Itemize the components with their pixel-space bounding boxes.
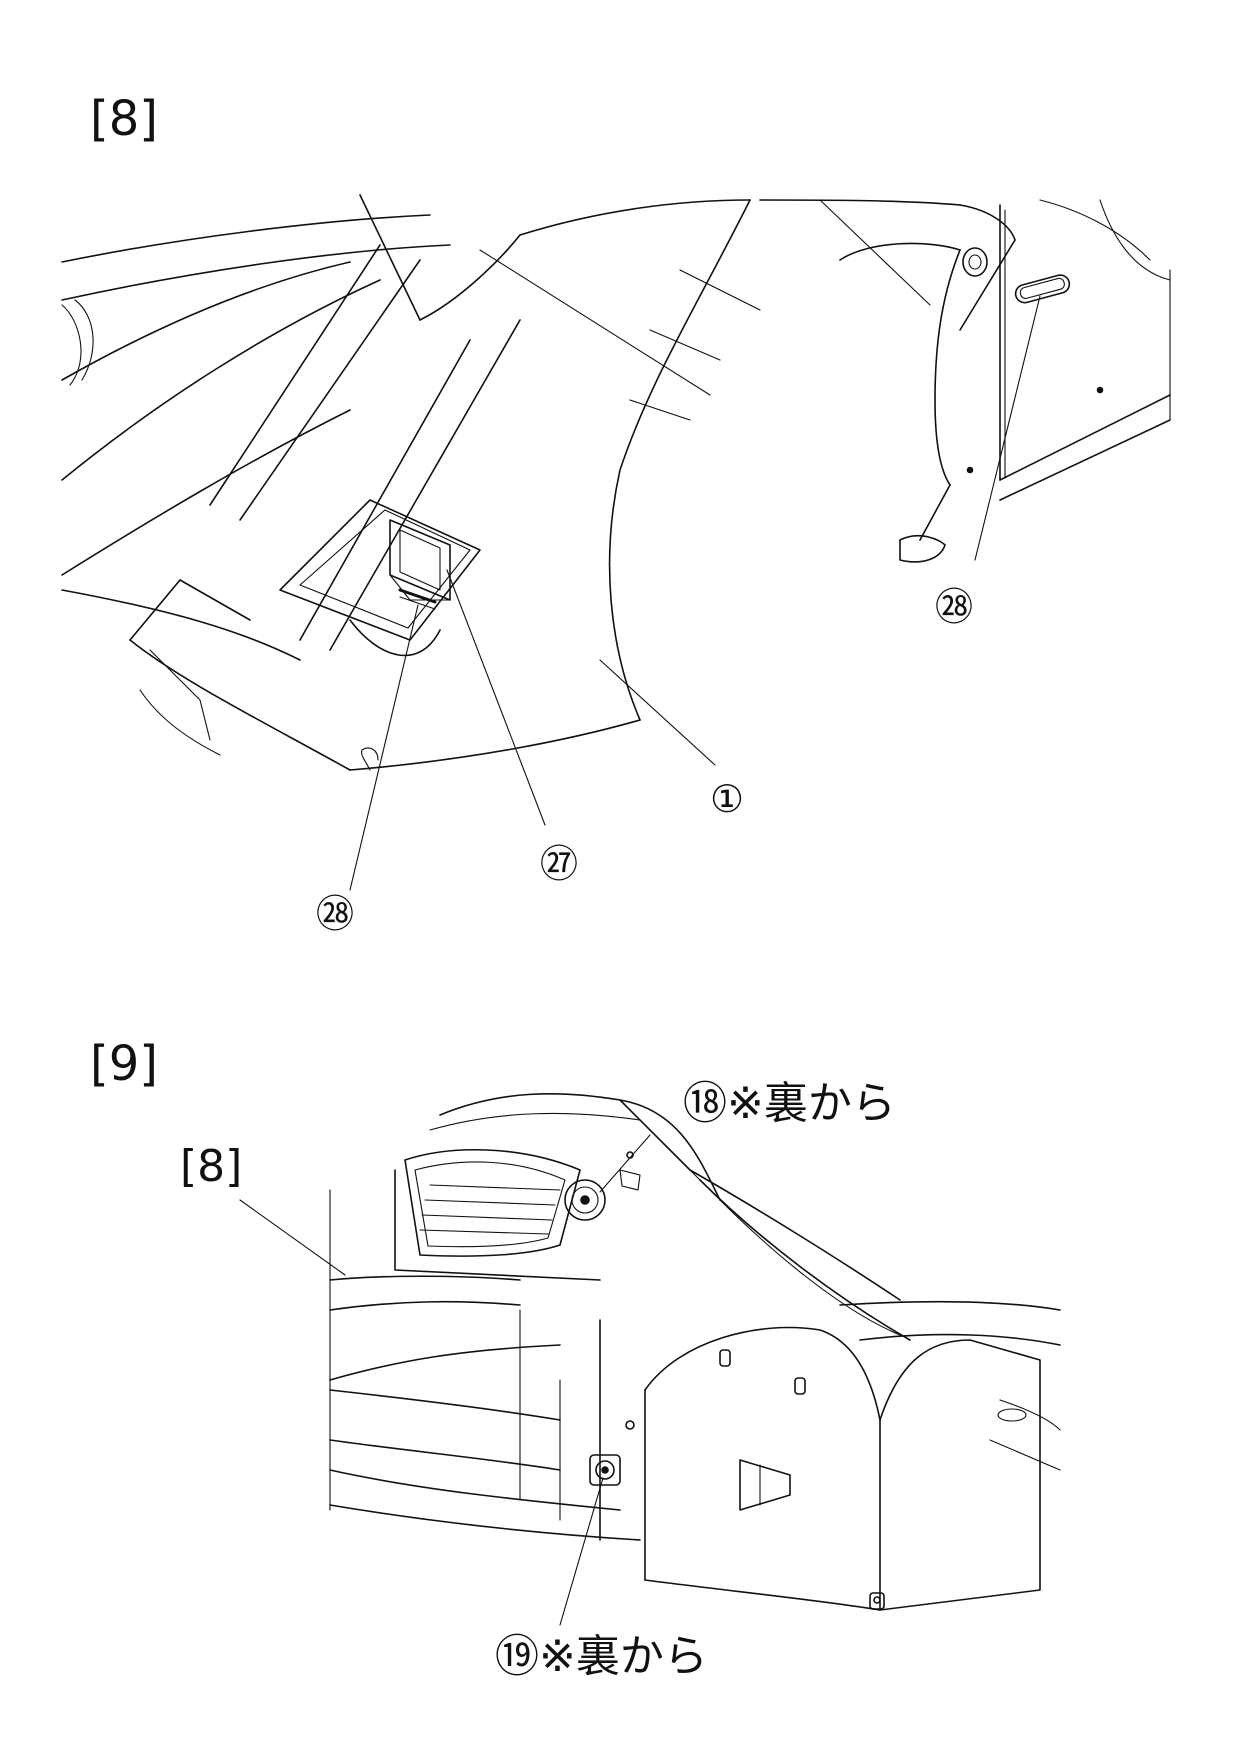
callout-28-left: ㉘ — [316, 892, 355, 936]
step-8-title: [8] — [90, 91, 158, 147]
callout-1: ① — [710, 777, 745, 821]
step-9-drawing — [239, 1092, 1061, 1626]
callout-19-from-back: ⑲※裏から — [495, 1631, 708, 1682]
callout-28-right: ㉘ — [935, 585, 974, 629]
callout-ref-step-8: [8] — [180, 1141, 243, 1192]
step-8-drawing — [61, 194, 1171, 891]
callout-27: ㉗ — [540, 842, 579, 886]
callout-18-from-back: ⑱※裏から — [683, 1078, 896, 1129]
step-9-title: [9] — [90, 1036, 158, 1092]
